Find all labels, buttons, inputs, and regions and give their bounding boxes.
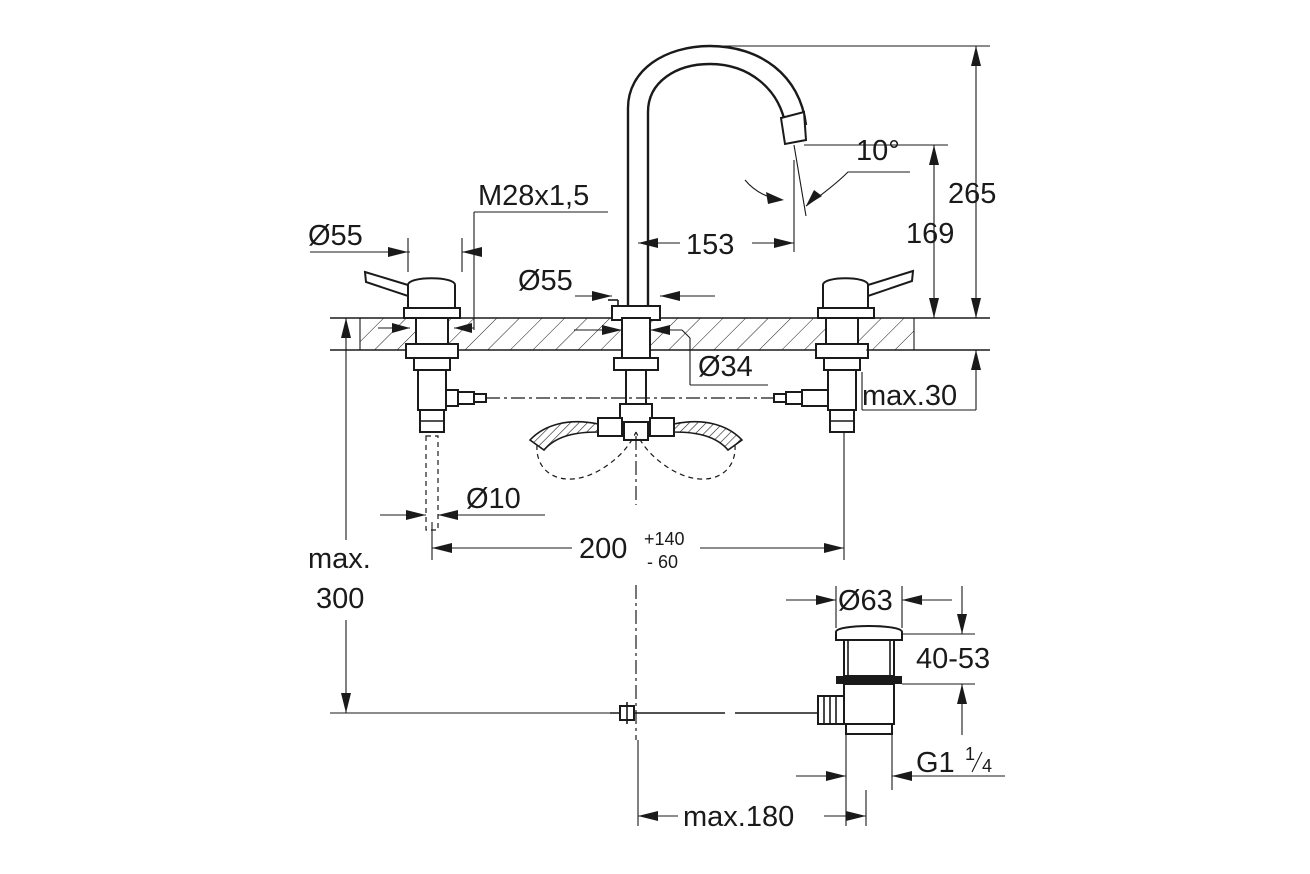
label-thread: M28x1,5	[478, 180, 589, 212]
hose-connectors	[445, 389, 829, 437]
label-spout-reach: 153	[686, 229, 734, 261]
label-left-handle-diameter: Ø55	[308, 220, 363, 252]
label-shank-diameter: Ø34	[698, 351, 753, 383]
label-hose-diameter: Ø10	[466, 483, 521, 515]
label-waste-diameter: Ø63	[838, 585, 893, 617]
label-max-depth-value: 300	[316, 583, 364, 615]
label-spout-base-diameter: Ø55	[518, 265, 573, 297]
left-valve-body	[405, 317, 459, 433]
label-total-height: 265	[948, 178, 996, 210]
label-max-depth-word: max.	[308, 543, 371, 575]
label-max-deck-thickness: max.30	[862, 380, 957, 412]
pop-up-waste	[817, 625, 903, 735]
dimension-lines	[310, 45, 1005, 826]
label-outlet-height: 169	[906, 218, 954, 250]
centerlines	[431, 432, 845, 740]
pull-rod	[610, 702, 818, 724]
braided-hoses	[528, 420, 744, 480]
left-handle	[363, 270, 461, 319]
label-max-reach: max.180	[683, 801, 794, 833]
label-center-distance-minus: - 60	[647, 552, 678, 572]
label-waste-thread: G1	[916, 747, 955, 779]
label-spout-angle: 10°	[856, 135, 900, 167]
left-hose-outline	[425, 435, 439, 531]
label-center-distance: 200	[579, 533, 627, 565]
label-waste-thread-numerator: 1	[965, 744, 975, 764]
label-waste-height: 40-53	[916, 643, 990, 675]
label-center-distance-plus: +140	[644, 529, 685, 549]
spout	[608, 44, 808, 321]
label-waste-thread-denominator: 4	[982, 756, 992, 776]
right-handle	[817, 269, 915, 319]
right-valve-body	[815, 317, 869, 433]
center-shank	[613, 317, 659, 441]
